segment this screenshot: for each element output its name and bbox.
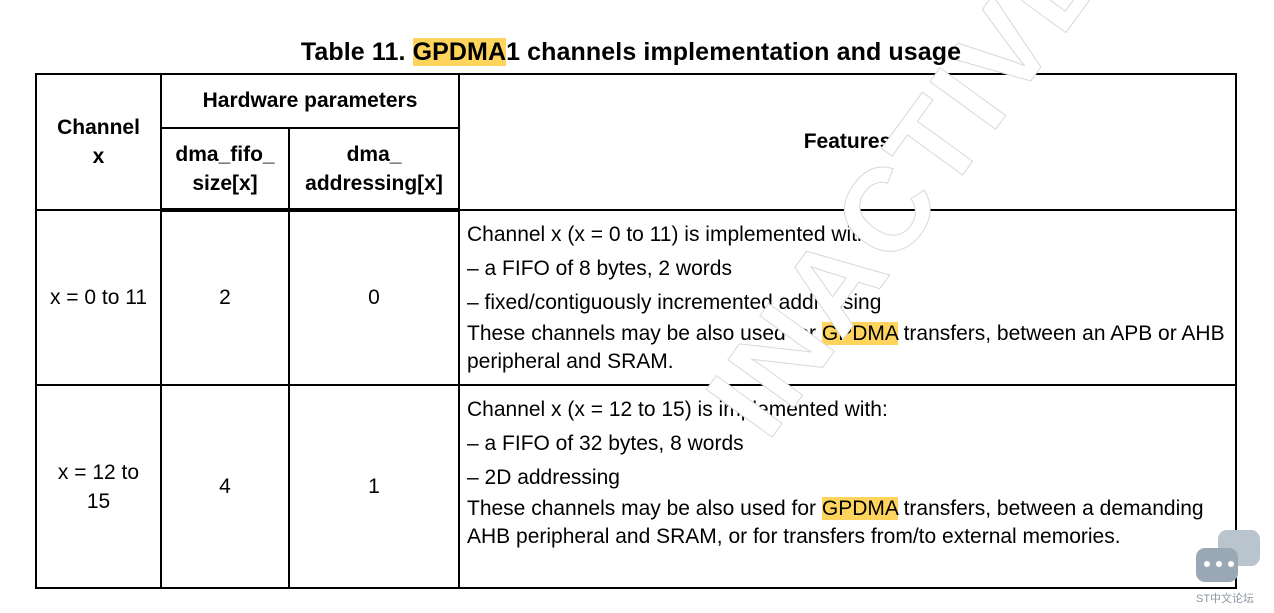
features-note: These channels may be also used for GPDM… — [467, 495, 1229, 551]
features-item: – 2D addressing — [467, 466, 620, 489]
table-title-prefix: Table 11. — [300, 38, 413, 66]
cell-addressing: 0 — [288, 209, 460, 386]
chat-dot — [1204, 561, 1210, 567]
header-channel-line-1: Channel — [57, 116, 140, 139]
features-intro: Channel x (x = 12 to 15) is implemented … — [467, 398, 888, 421]
header-addressing-line-2: addressing[x] — [305, 171, 443, 195]
table-title-suffix: 1 channels implementation and usage — [506, 38, 962, 66]
header-features: Features — [458, 73, 1237, 211]
header-hardware-parameters: Hardware parameters — [160, 73, 460, 129]
header-channel: Channel x — [35, 73, 162, 211]
table-title-highlight: GPDMA — [412, 38, 507, 66]
chat-dot — [1228, 561, 1234, 567]
chat-dot — [1216, 561, 1222, 567]
header-fifo-size-line-2: size[x] — [192, 171, 258, 195]
cell-channel-line-1: x = 0 to 11 — [49, 286, 148, 309]
features-note-highlight: GPDMA — [821, 322, 898, 345]
header-channel-line-2: x — [92, 145, 105, 168]
features-note-after: transfers, between a demanding AHB perip… — [467, 497, 1204, 548]
cell-channel-line-2: 15 — [86, 489, 111, 513]
chat-dots-icon — [1204, 561, 1234, 569]
features-note-before: These channels may be also used for — [467, 497, 822, 520]
forum-badge-label: ST中文论坛 — [1196, 593, 1255, 605]
cell-fifo-size: 4 — [160, 384, 290, 589]
header-addressing: dma_ addressing[x] — [288, 127, 460, 212]
cell-channel: x = 0 to 11 — [35, 209, 162, 386]
table-row: x = 12 to 15 4 1 Channel x (x = 12 to 15… — [35, 384, 1237, 589]
header-addressing-line-1: dma_ — [346, 142, 402, 166]
channels-table: Channel x Hardware parameters Features d… — [35, 73, 1237, 589]
header-fifo-size-line-1: dma_fifo_ — [175, 142, 275, 166]
features-item: – fixed/contiguously incremented address… — [467, 291, 882, 314]
forum-badge[interactable]: ST中文论坛 — [1192, 528, 1270, 608]
header-fifo-size: dma_fifo_ size[x] — [160, 127, 290, 212]
cell-features: Channel x (x = 0 to 11) is implemented w… — [458, 209, 1237, 386]
features-note-before: These channels may be also used for — [467, 322, 822, 345]
cell-features: Channel x (x = 12 to 15) is implemented … — [458, 384, 1237, 589]
features-note: These channels may be also used for GPDM… — [467, 320, 1229, 376]
table-title: Table 11. GPDMA1 channels implementation… — [0, 38, 1262, 67]
features-intro: Channel x (x = 0 to 11) is implemented w… — [467, 223, 875, 246]
features-item: – a FIFO of 8 bytes, 2 words — [467, 257, 732, 280]
features-note-after: transfers, between an APB or AHB periphe… — [467, 322, 1225, 373]
table-row: x = 0 to 11 2 0 Channel x (x = 0 to 11) … — [35, 209, 1237, 386]
features-item: – a FIFO of 32 bytes, 8 words — [467, 432, 744, 455]
cell-channel: x = 12 to 15 — [35, 384, 162, 589]
features-note-highlight: GPDMA — [821, 497, 898, 520]
cell-fifo-size: 2 — [160, 209, 290, 386]
cell-addressing: 1 — [288, 384, 460, 589]
cell-channel-line-1: x = 12 to — [57, 460, 140, 484]
